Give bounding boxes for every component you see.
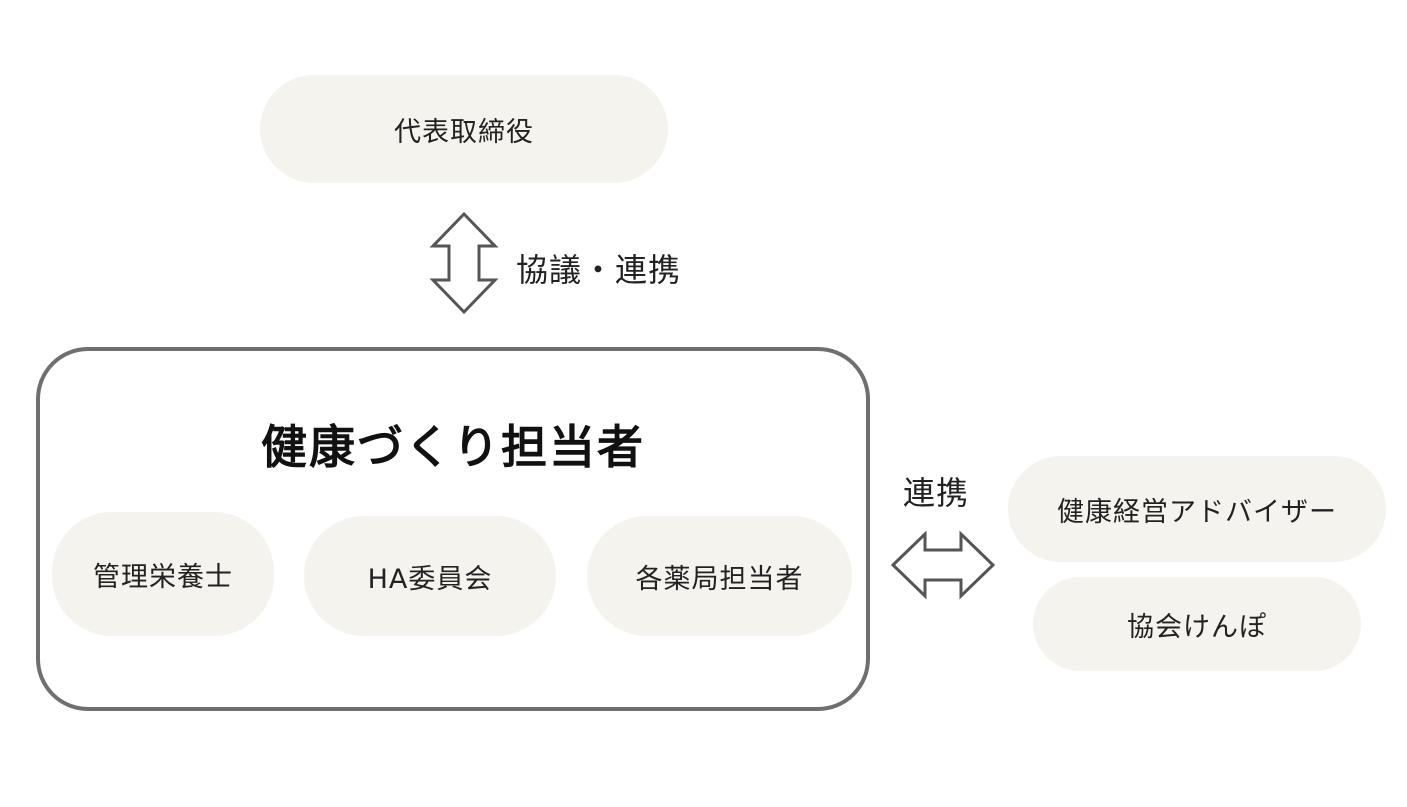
partner-health-advisor: 健康経営アドバイザー [1008,456,1386,562]
member-pharmacy-staff: 各薬局担当者 [587,516,852,636]
member-ha-committee: HA委員会 [304,516,556,636]
member-label: 各薬局担当者 [635,563,804,595]
member-dietitian: 管理栄養士 [52,512,274,636]
horizontal-double-arrow-icon [890,530,996,600]
consultation-label: 協議・連携 [516,251,682,289]
vertical-double-arrow-icon [429,211,499,315]
partner-label: 協会けんぽ [1127,611,1267,643]
partner-kyokai-kenpo: 協会けんぽ [1033,577,1361,671]
member-label: 管理栄養士 [93,561,233,593]
partner-label: 健康経営アドバイザー [1057,496,1337,528]
member-label: HA委員会 [367,563,493,595]
group-title: 健康づくり担当者 [261,420,645,474]
ceo-label: 代表取締役 [394,116,534,148]
collaboration-label: 連携 [903,474,970,512]
ceo-node: 代表取締役 [260,75,668,183]
